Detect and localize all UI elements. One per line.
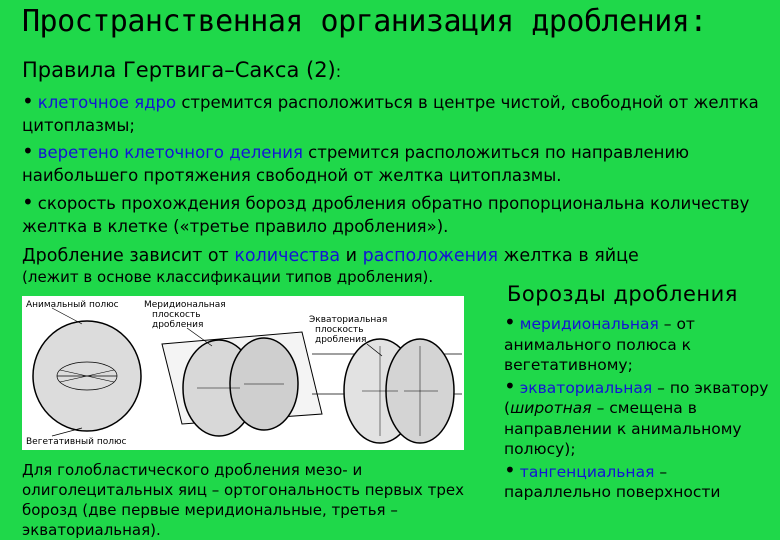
rule-2-text: стремится расположиться по направлению н… xyxy=(22,143,690,185)
dependence-text-1: Дробление зависит от xyxy=(22,246,235,266)
dependence-line: Дробление зависит от количества и распол… xyxy=(22,245,762,268)
figure-caption: Для голобластического дробления мезо- и … xyxy=(22,461,464,539)
page-title: Пространственная организация дробления: xyxy=(22,4,707,39)
dependence-quantity: количества xyxy=(234,246,341,266)
vegetal-pole-label: Вегетативный полюс xyxy=(26,437,127,447)
rule-2: •веретено клеточного деления стремится р… xyxy=(22,140,762,187)
dependence-location: расположения xyxy=(362,246,498,266)
furrow-item-3: •тангенциальная – параллельно поверхност… xyxy=(504,457,774,503)
meridional-label-2: плоскость xyxy=(152,310,201,320)
rule-2-term: веретено клеточного деления xyxy=(37,143,303,162)
rule-3-text: скорость прохождения борозд дробления об… xyxy=(22,194,750,236)
furrows-list: •меридиональная – от анимального полюса … xyxy=(504,312,774,503)
rule-1-text: стремится расположиться в центре чистой,… xyxy=(22,93,759,135)
rule-1-term: клеточное ядро xyxy=(37,93,177,112)
subtitle-text: Правила Гертвига–Сакса (2) xyxy=(22,58,336,82)
bullet: • xyxy=(22,89,34,113)
equatorial-label-2: плоскость xyxy=(315,325,364,335)
bullet: • xyxy=(504,373,516,398)
furrow-1-text: – от анимального полюса к вегетативному; xyxy=(504,315,695,374)
animal-pole-label: Анимальный полюс xyxy=(26,300,119,310)
dependence-text-2: и xyxy=(340,246,363,266)
furrow-1-term: меридиональная xyxy=(519,315,659,333)
bullet: • xyxy=(22,190,34,214)
egg-two-cells xyxy=(161,327,323,437)
furrows-heading: Борозды дробления xyxy=(507,282,738,306)
dependence-text-3: желтка в яйце xyxy=(497,246,639,266)
cleavage-figure: Анимальный полюс Вегетативный полюс Мери… xyxy=(22,296,464,450)
rule-1: •клеточное ядро стремится расположиться … xyxy=(22,90,762,137)
bullet: • xyxy=(22,139,34,163)
bullet: • xyxy=(504,310,516,334)
equatorial-label-3: дробления xyxy=(315,335,366,345)
dependence-note: (лежит в основе классификации типов дроб… xyxy=(22,268,434,286)
furrow-item-2: •экваториальная – по экватору (широтная … xyxy=(504,373,774,460)
subtitle: Правила Гертвига–Сакса (2): xyxy=(22,58,341,82)
furrow-2-term: экваториальная xyxy=(519,378,653,397)
furrow-3-text: – параллельно поверхности xyxy=(504,462,721,502)
furrow-2-text-2: – смещена в направлении к анимальному по… xyxy=(504,399,742,458)
furrow-item-1: •меридиональная – от анимального полюса … xyxy=(504,312,774,376)
furrow-3-term: тангенциальная xyxy=(519,462,655,481)
cleavage-illustration: Анимальный полюс Вегетативный полюс Мери… xyxy=(26,300,462,447)
rule-3: •скорость прохождения борозд дробления о… xyxy=(22,191,762,238)
subtitle-colon: : xyxy=(335,62,342,81)
egg-four-cells xyxy=(312,338,462,444)
meridional-label-3: дробления xyxy=(152,320,203,330)
equatorial-label-1: Экваториальная xyxy=(309,315,387,325)
egg-one-cell xyxy=(32,307,142,437)
furrow-2-text-1: – по экватору ( xyxy=(504,378,769,418)
bullet: • xyxy=(504,457,516,482)
furrow-2-italic: широтная xyxy=(510,399,592,417)
meridional-label-1: Меридиональная xyxy=(144,300,226,310)
